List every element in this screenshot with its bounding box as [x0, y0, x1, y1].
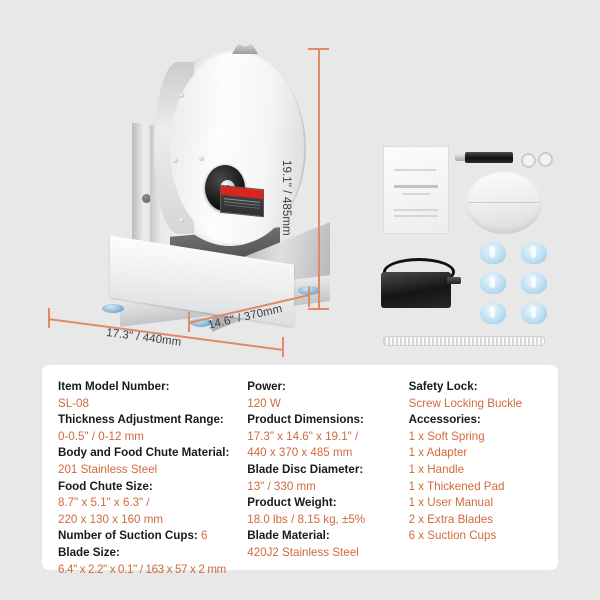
spec-key: Product Dimensions: — [247, 413, 364, 427]
handle-icon — [465, 152, 513, 163]
spec-row: 6 x Suction Cups — [409, 528, 558, 545]
spec-value: 1 x Adapter — [408, 446, 468, 460]
spec-row: 1 x Thickened Pad — [409, 479, 558, 496]
spec-value: 17.3" x 14.6" x 19.1" / — [247, 429, 359, 443]
spec-row: 1 x Adapter — [409, 445, 558, 462]
spec-row: 1 x Handle — [409, 462, 558, 479]
suction-cup-icon — [521, 302, 547, 324]
washer-ring-icon — [521, 153, 536, 168]
spec-value: 201 Stainless Steel — [58, 462, 158, 476]
spec-key: Blade Size: — [58, 545, 120, 559]
spec-value: 6.4" x 2.2" x 0.1" / 163 x 57 x 2 mm — [58, 562, 226, 576]
spec-key: Body and Food Chute Material: — [58, 446, 230, 460]
spec-row: Thickness Adjustment Range: 0-0.5" / 0-12… — [58, 412, 247, 445]
meat-slicer-illustration — [62, 32, 330, 332]
user-manual-icon — [383, 146, 449, 234]
spec-value: 8.7" x 5.1" x 6.3" / — [58, 496, 150, 510]
suction-cup-icon — [480, 242, 506, 264]
suction-cup-icon — [521, 272, 547, 294]
spec-column-2: Power: 120 W Product Dimensions: 17.3" x 14… — [247, 379, 408, 578]
bolt-icon — [173, 158, 178, 163]
spec-value: 220 x 130 x 160 mm — [58, 512, 164, 526]
spec-key: Blade Material: — [247, 529, 330, 543]
washer-ring-icon — [538, 152, 553, 167]
spec-row: 6.4" x 2.2" x 0.1" / 163 x 57 x 2 mm — [58, 562, 247, 579]
spec-row: 440 x 370 x 485 mm — [247, 445, 408, 462]
spec-value: 6 x Suction Cups — [408, 529, 497, 543]
spec-key: Power: — [247, 380, 286, 393]
bolt-icon — [179, 93, 184, 98]
spec-row: Safety Lock: Screw Locking Buckle — [409, 379, 558, 412]
spec-row: Blade Disc Diameter: 13" / 330 mm — [247, 462, 408, 495]
spec-row: 2 x Extra Blades — [409, 512, 558, 529]
soft-spring-icon — [383, 336, 545, 346]
spec-key: Blade Disc Diameter: — [247, 462, 364, 476]
spec-key: Item Model Number: — [58, 380, 170, 393]
bolt-icon — [199, 156, 204, 161]
spec-row: Power: 120 W — [247, 379, 408, 412]
dimension-height-label: 19.1" / 485mm — [280, 160, 292, 236]
bolt-icon — [179, 218, 184, 223]
product-photo-stage: 19.1" / 485mm 17.3" / 440mm 14.6" / 370m… — [0, 0, 600, 362]
spec-row: Blade Material: 420J2 Stainless Steel — [247, 528, 408, 561]
spec-row: Blade Size: — [58, 545, 247, 562]
power-adapter-icon — [381, 272, 451, 308]
spec-value: 18.0 lbs / 8.15 kg, ±5% — [247, 512, 366, 526]
spec-value: 0-0.5" / 0-12 mm — [58, 429, 144, 443]
spec-value: 440 x 370 x 485 mm — [247, 446, 353, 460]
suction-cup-icon — [480, 272, 506, 294]
spec-key: Product Weight: — [247, 496, 337, 510]
thickened-pad-icon — [466, 172, 542, 234]
spec-key: Food Chute Size: — [58, 479, 153, 493]
suction-cup-icon — [480, 302, 506, 324]
spec-row: Food Chute Size: 8.7" x 5.1" x 6.3" / — [58, 479, 247, 512]
suction-cup-icon — [521, 242, 547, 264]
spec-value: SL-08 — [58, 396, 89, 410]
suction-foot — [102, 304, 124, 313]
suction-foot — [190, 318, 212, 327]
spec-value: 1 x Thickened Pad — [408, 479, 505, 493]
spec-value: 1 x User Manual — [408, 496, 494, 510]
spec-row: Body and Food Chute Material: 201 Stainle… — [58, 445, 247, 478]
spec-value: 420J2 Stainless Steel — [247, 545, 359, 559]
spec-value: 6 — [197, 529, 208, 543]
spec-key: Number of Suction Cups: — [58, 529, 198, 543]
spec-row: 1 x User Manual — [409, 495, 558, 512]
spec-key: Accessories: — [408, 413, 481, 427]
spec-value: 120 W — [247, 396, 281, 410]
chute-knob — [142, 194, 151, 203]
spec-value: 2 x Extra Blades — [408, 512, 494, 526]
spec-row: Item Model Number: SL-08 — [58, 379, 247, 412]
spec-value: 1 x Soft Spring — [408, 429, 485, 443]
screw-locking-buckle — [232, 44, 258, 54]
spec-row: 220 x 130 x 160 mm — [58, 512, 247, 529]
spec-value: 13" / 330 mm — [247, 479, 316, 493]
spec-row: Number of Suction Cups: 6 — [58, 528, 247, 545]
spec-row: Product Weight: 18.0 lbs / 8.15 kg, ±5% — [247, 495, 408, 528]
spec-key: Safety Lock: — [408, 380, 478, 393]
spec-key: Thickness Adjustment Range: — [58, 413, 224, 427]
plug-tip — [447, 277, 461, 284]
spec-value: Screw Locking Buckle — [408, 396, 523, 410]
spec-row: Product Dimensions: 17.3" x 14.6" x 19.1"… — [247, 412, 408, 445]
spec-row: Accessories: 1 x Soft Spring — [409, 412, 558, 445]
warning-label — [220, 184, 264, 218]
spec-value: 1 x Handle — [408, 462, 465, 476]
handle-ferrule — [455, 154, 468, 161]
